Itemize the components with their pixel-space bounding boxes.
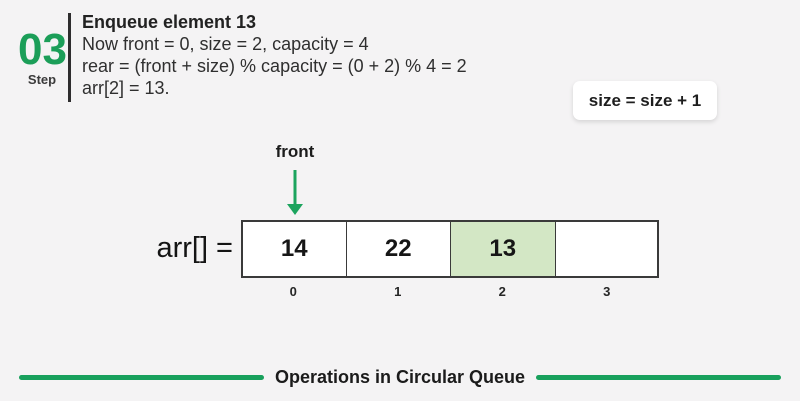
- cell-value: 13: [450, 220, 555, 278]
- size-update-text: size = size + 1: [588, 90, 702, 110]
- step-label: Step: [27, 72, 57, 87]
- step-detail-line: arr[2] = 13.: [82, 78, 170, 98]
- step-title: Enqueue element 13: [82, 12, 257, 32]
- array-cell: 14 0: [241, 220, 346, 299]
- cell-index: 1: [394, 284, 402, 299]
- vertical-divider: [68, 13, 71, 102]
- step-detail-line: Now front = 0, size = 2, capacity = 4: [82, 34, 369, 54]
- array-cell: 13 2: [450, 220, 555, 299]
- array-cell: 22 1: [345, 220, 450, 299]
- step-detail-line: rear = (front + size) % capacity = (0 + …: [82, 56, 467, 76]
- cell-index: 3: [603, 284, 611, 299]
- arrow-down-icon: [287, 170, 303, 215]
- footer-divider-right: [536, 375, 782, 380]
- cell-value: 22: [345, 220, 450, 278]
- size-update-note: size = size + 1: [573, 81, 717, 120]
- footer-divider-left: [18, 375, 264, 380]
- footer: Operations in Circular Queue: [0, 367, 800, 388]
- front-pointer-label: front: [275, 142, 315, 161]
- step-badge: 03 Step: [18, 25, 67, 88]
- footer-title: Operations in Circular Queue: [274, 367, 526, 387]
- cell-index: 0: [289, 284, 297, 299]
- cell-index: 2: [498, 284, 506, 299]
- step-description: Enqueue element 13 Now front = 0, size =…: [82, 11, 467, 99]
- cell-value: 14: [241, 220, 346, 278]
- array-cell: 3: [554, 220, 659, 299]
- array-label: arr[] =: [156, 232, 233, 264]
- step-number: 03: [18, 25, 67, 74]
- queue-array: 14 0 22 1 13 2 3: [241, 220, 659, 299]
- cell-value: [554, 220, 659, 278]
